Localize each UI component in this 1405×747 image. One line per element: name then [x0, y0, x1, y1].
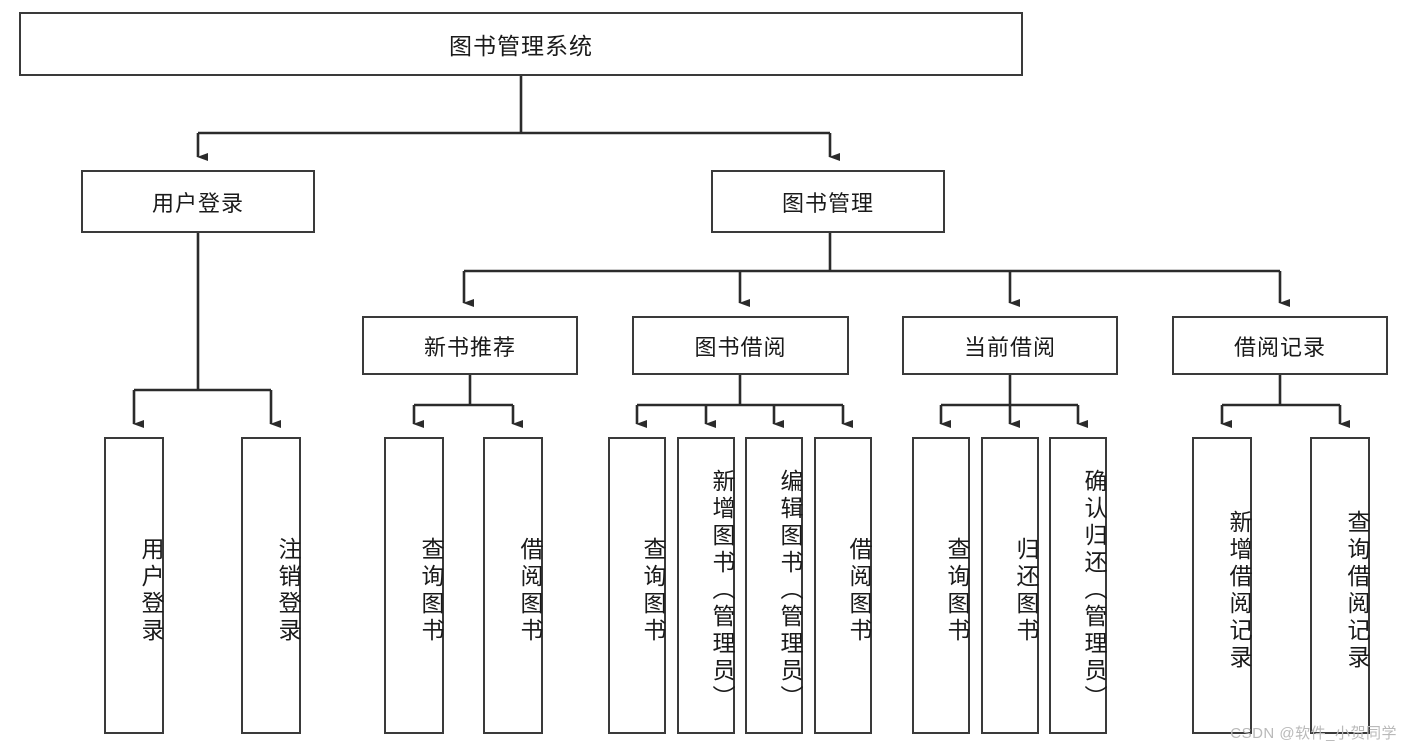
leaf-current-return-book[interactable]: 归还图书: [981, 437, 1039, 734]
leaf-user-login-logout[interactable]: 注销登录: [241, 437, 301, 734]
leaf-recommend-query-book[interactable]: 查询图书: [384, 437, 444, 734]
node-book-borrow[interactable]: 图书借阅: [632, 316, 849, 375]
csdn-watermark: CSDN @软件_小贺同学: [1230, 725, 1397, 742]
node-borrow-record[interactable]: 借阅记录: [1172, 316, 1388, 375]
leaf-record-query-record[interactable]: 查询借阅记录: [1310, 437, 1370, 734]
node-current-borrow[interactable]: 当前借阅: [902, 316, 1118, 375]
leaf-recommend-borrow-book[interactable]: 借阅图书: [483, 437, 543, 734]
node-book-management[interactable]: 图书管理: [711, 170, 945, 233]
leaf-borrow-edit-book-admin[interactable]: 编辑图书（管理员）: [745, 437, 803, 734]
leaf-current-confirm-return-admin[interactable]: 确认归还（管理员）: [1049, 437, 1107, 734]
leaf-record-add-record[interactable]: 新增借阅记录: [1192, 437, 1252, 734]
node-root-system[interactable]: 图书管理系统: [19, 12, 1023, 76]
leaf-borrow-query-book[interactable]: 查询图书: [608, 437, 666, 734]
leaf-user-login-login[interactable]: 用户登录: [104, 437, 164, 734]
leaf-borrow-add-book-admin[interactable]: 新增图书（管理员）: [677, 437, 735, 734]
leaf-borrow-borrow-book[interactable]: 借阅图书: [814, 437, 872, 734]
node-new-book-recommend[interactable]: 新书推荐: [362, 316, 578, 375]
leaf-current-query-book[interactable]: 查询图书: [912, 437, 970, 734]
node-user-login[interactable]: 用户登录: [81, 170, 315, 233]
